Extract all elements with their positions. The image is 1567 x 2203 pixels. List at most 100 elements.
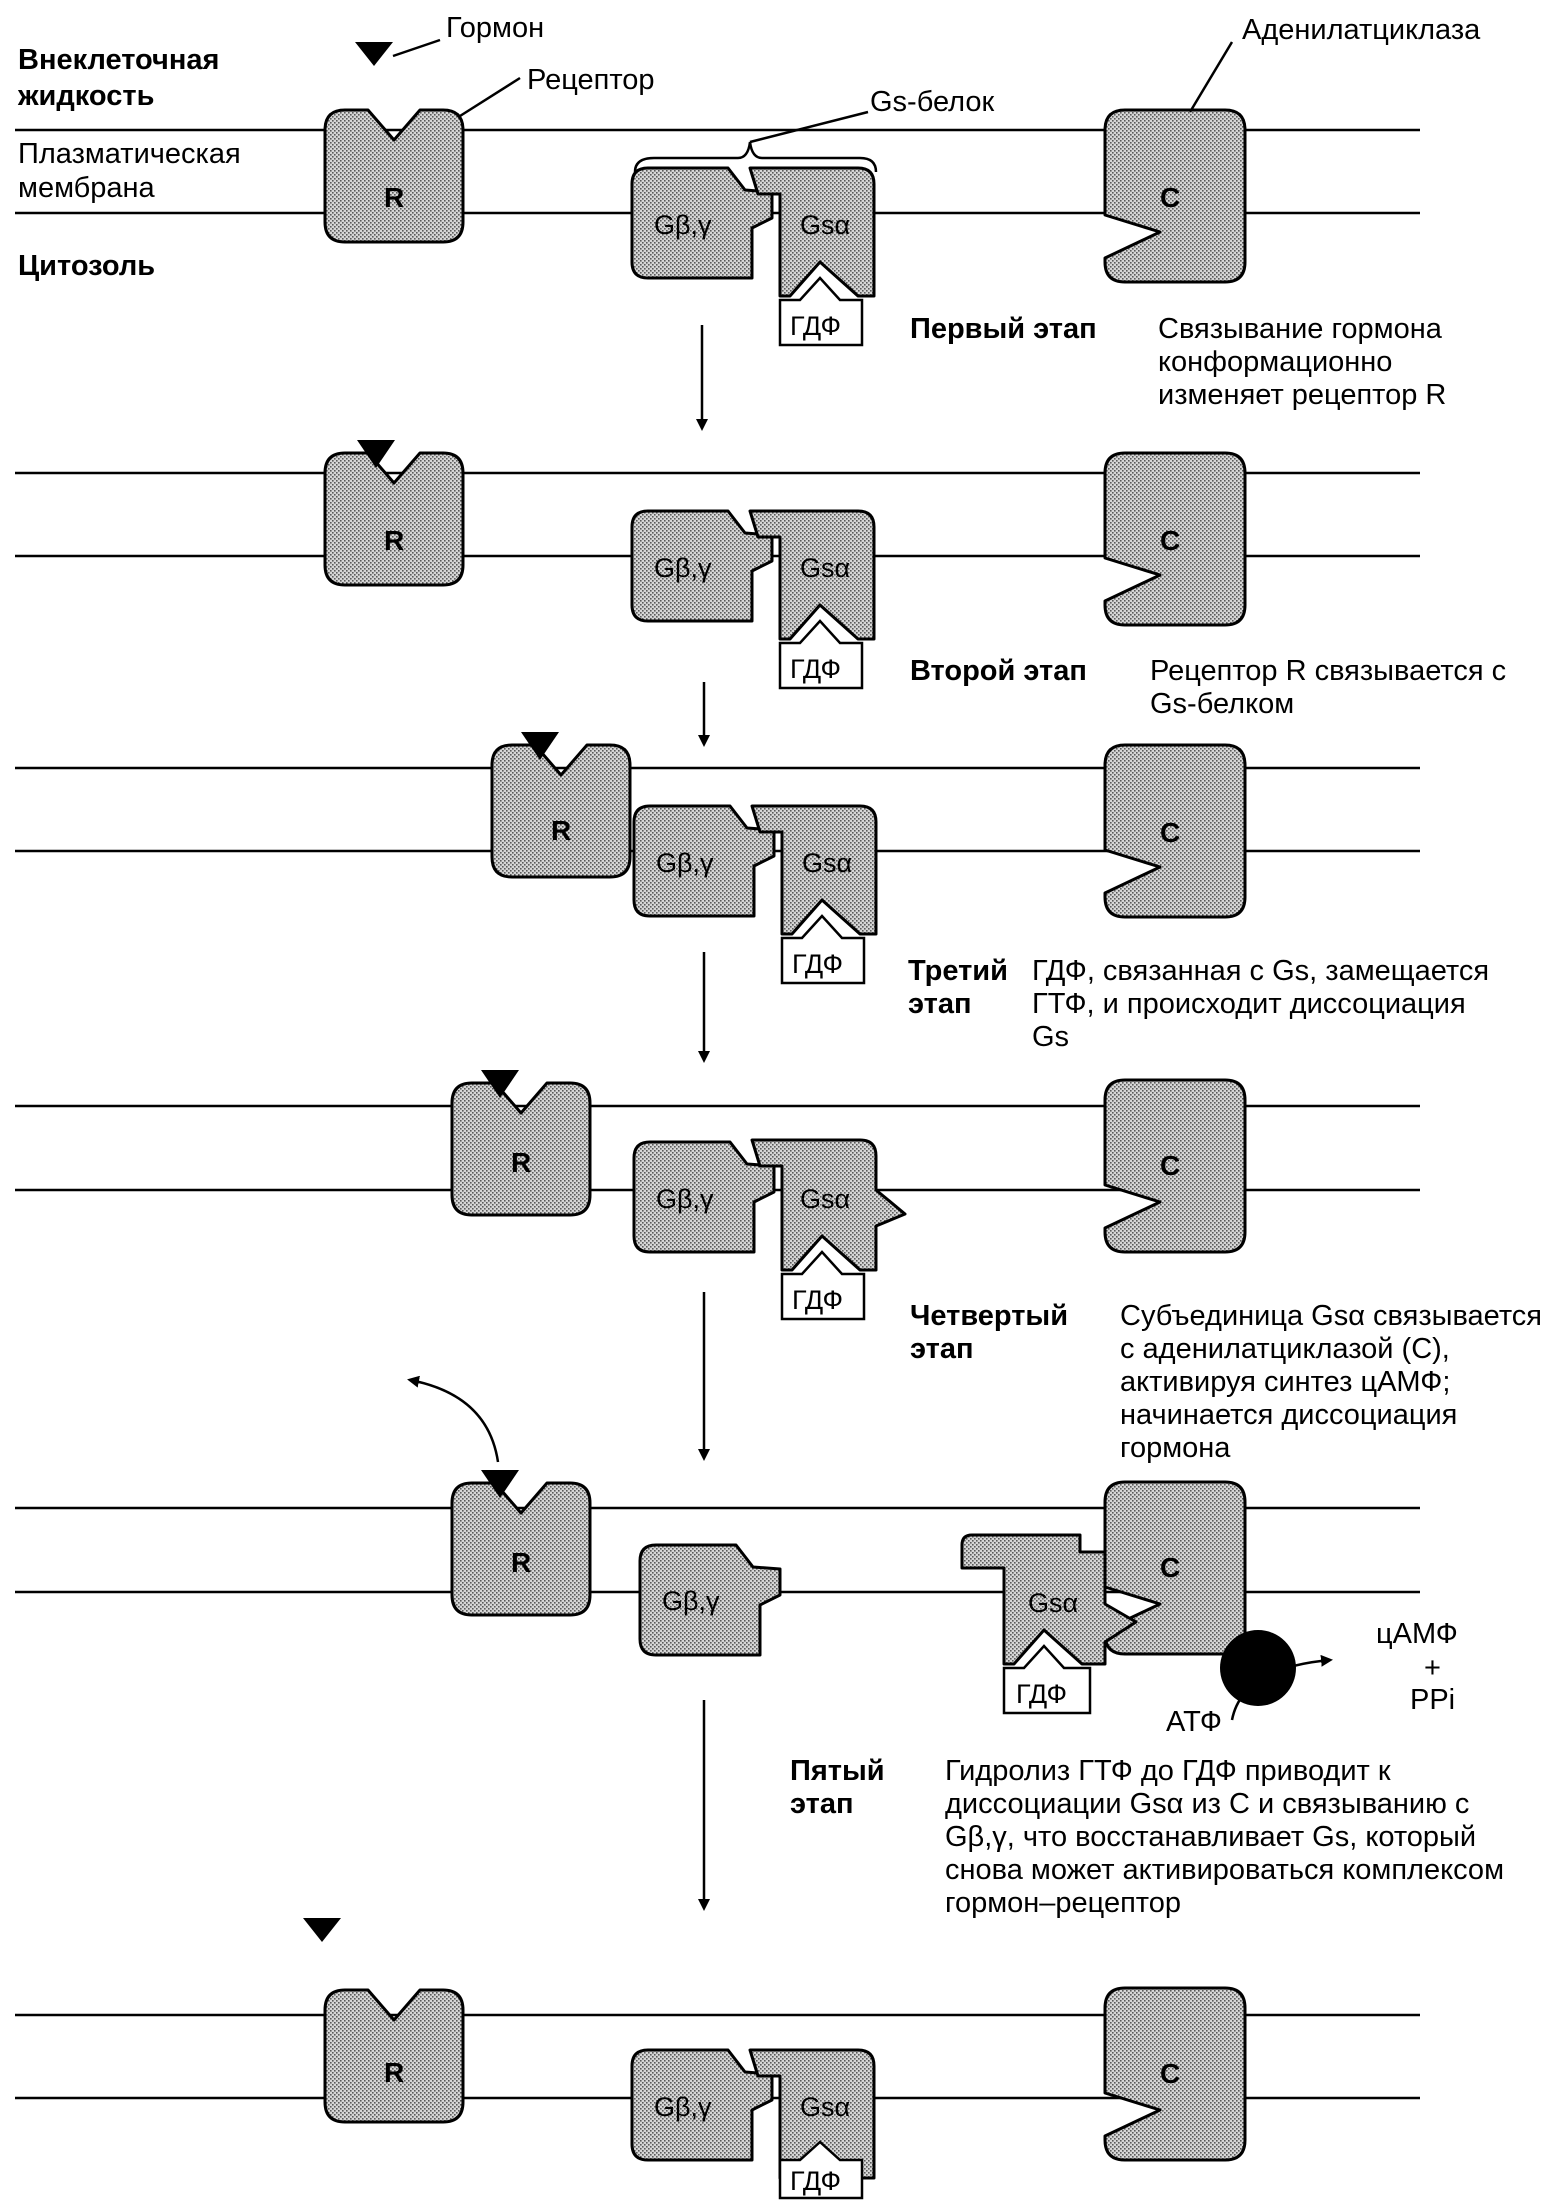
receptor-label: Рецептор <box>527 64 655 96</box>
svg-text:C: C <box>1160 525 1180 556</box>
svg-text:Gβ,γ: Gβ,γ <box>656 1184 714 1214</box>
gs-pointer <box>749 110 869 144</box>
gdf-box <box>780 1250 866 1321</box>
svg-text:R: R <box>384 525 404 556</box>
svg-text:ГДФ: ГДФ <box>790 654 841 684</box>
cytosol-label: Цитозоль <box>18 250 156 282</box>
receptor-icon <box>323 108 465 244</box>
stage-2-title: Второй этап <box>910 655 1087 687</box>
svg-text:Gsα: Gsα <box>800 2092 850 2122</box>
extracellular-label-2: жидкость <box>18 80 155 112</box>
stage-4-title: Четвертый этап <box>910 1300 1069 1365</box>
stage-1-text: Связывание гормона конформационно изменя… <box>1158 313 1447 411</box>
g-s-alpha-icon <box>750 804 878 936</box>
svg-text:ГДФ: ГДФ <box>1016 1679 1067 1709</box>
cyclase-icon <box>1103 743 1247 919</box>
g-beta-gamma-icon <box>630 2048 774 2162</box>
g-beta-gamma-icon <box>638 1543 782 1657</box>
svg-text:C: C <box>1160 817 1180 848</box>
panel-4: R Gβ,γ Gsα ГДФ C <box>15 1070 1420 1461</box>
svg-text:C: C <box>1160 2058 1180 2089</box>
stage-4-text: Субъединица Gsα связывается с аденилатци… <box>1120 1300 1543 1464</box>
extracellular-label-1: Внеклеточная <box>18 44 220 76</box>
svg-text:R: R <box>511 1147 531 1178</box>
svg-text:R: R <box>384 2057 404 2088</box>
cyclase-pointer <box>1188 41 1234 113</box>
ppi-label: PPi <box>1410 1684 1456 1716</box>
plus-label: + <box>1424 1652 1441 1684</box>
stage-2-text: Рецептор R связывается с Gs-белком <box>1150 655 1507 720</box>
g-beta-gamma-icon <box>630 509 774 623</box>
receptor-letter: R <box>384 182 404 213</box>
gdf-label: ГДФ <box>790 311 841 341</box>
svg-text:ГДФ: ГДФ <box>792 949 843 979</box>
panel-5: R Gβ,γ C Gsα ГДФ <box>15 1375 1420 1911</box>
stage-5-text: Гидролиз ГТФ до ГДФ приводит к диссоциац… <box>945 1755 1505 1919</box>
gs-protein-label: Gs-белок <box>870 86 995 118</box>
cyclase-label: Аденилатциклаза <box>1242 14 1481 46</box>
svg-text:Gsα: Gsα <box>800 1184 850 1214</box>
gdf-box <box>780 914 866 985</box>
camp-label: цАМФ <box>1376 1618 1458 1650</box>
g-s-alpha-label: Gsα <box>800 210 850 240</box>
svg-text:C: C <box>1160 1552 1180 1583</box>
panel-3: R Gβ,γ Gsα ГДФ C <box>15 732 1420 1063</box>
g-s-alpha-icon <box>748 509 876 641</box>
svg-text:ГДФ: ГДФ <box>792 1285 843 1315</box>
svg-text:R: R <box>551 815 571 846</box>
receptor-icon <box>450 1481 592 1617</box>
svg-text:Gsα: Gsα <box>802 848 852 878</box>
g-s-alpha-icon <box>748 166 876 298</box>
hormone-pointer <box>392 38 441 58</box>
cyclase-letter: C <box>1160 182 1180 213</box>
svg-text:Gsα: Gsα <box>800 553 850 583</box>
cyclase-icon <box>1103 1986 1247 2162</box>
svg-text:ГДФ: ГДФ <box>790 2166 841 2196</box>
svg-text:Gβ,γ: Gβ,γ <box>654 553 712 583</box>
receptor-icon <box>490 743 632 879</box>
membrane-label-1: Плазматическая <box>18 138 241 170</box>
stage-3-title: Третий этап <box>908 955 1008 1020</box>
g-s-alpha-icon <box>960 1533 1138 1666</box>
hormone-release-arrow <box>407 1375 500 1463</box>
svg-text:Gβ,γ: Gβ,γ <box>662 1586 720 1616</box>
hormone-icon <box>357 440 395 468</box>
receptor-icon <box>450 1081 592 1217</box>
svg-text:C: C <box>1160 1150 1180 1181</box>
atp-label: АТФ <box>1166 1706 1222 1738</box>
cyclase-icon <box>1103 1078 1247 1254</box>
receptor-icon <box>323 451 465 587</box>
membrane-label-2: мембрана <box>18 172 155 204</box>
panel-6: R Gβ,γ Gsα ГДФ C <box>15 1918 1420 2200</box>
hormone-icon <box>481 1070 519 1098</box>
svg-text:Gβ,γ: Gβ,γ <box>654 2092 712 2122</box>
cyclase-icon <box>1103 1480 1247 1656</box>
gdf-box <box>778 276 864 347</box>
receptor-pointer <box>459 76 521 118</box>
atp-conversion-arrow <box>1230 1654 1333 1721</box>
hormone-icon <box>481 1470 519 1498</box>
gdf-box <box>778 2140 864 2200</box>
gdf-box <box>1002 1644 1092 1715</box>
svg-text:Gsα: Gsα <box>1028 1588 1078 1618</box>
hormone-icon <box>355 42 393 66</box>
stage-3-text: ГДФ, связанная с Gs, замещается ГТФ, и п… <box>1032 955 1490 1053</box>
hormone-label: Гормон <box>446 12 545 44</box>
catalytic-site-icon <box>1220 1630 1296 1706</box>
gdf-box <box>778 619 864 690</box>
cyclase-icon <box>1103 108 1247 284</box>
svg-text:Gβ,γ: Gβ,γ <box>656 848 714 878</box>
panel-1: R Gβ,γ Gsα ГДФ C <box>15 38 1420 431</box>
receptor-icon <box>323 1988 465 2124</box>
panel-2: R Gβ,γ Gsα ГДФ C <box>15 440 1420 747</box>
svg-text:R: R <box>511 1547 531 1578</box>
hormone-icon <box>521 732 559 760</box>
g-beta-gamma-icon <box>632 1140 776 1254</box>
hormone-icon <box>303 1918 341 1942</box>
cyclase-icon <box>1103 451 1247 627</box>
stage-5-title: Пятый этап <box>790 1755 885 1820</box>
g-beta-gamma-icon <box>630 166 774 280</box>
g-s-alpha-icon <box>750 1138 907 1272</box>
g-beta-gamma-icon <box>632 804 776 918</box>
